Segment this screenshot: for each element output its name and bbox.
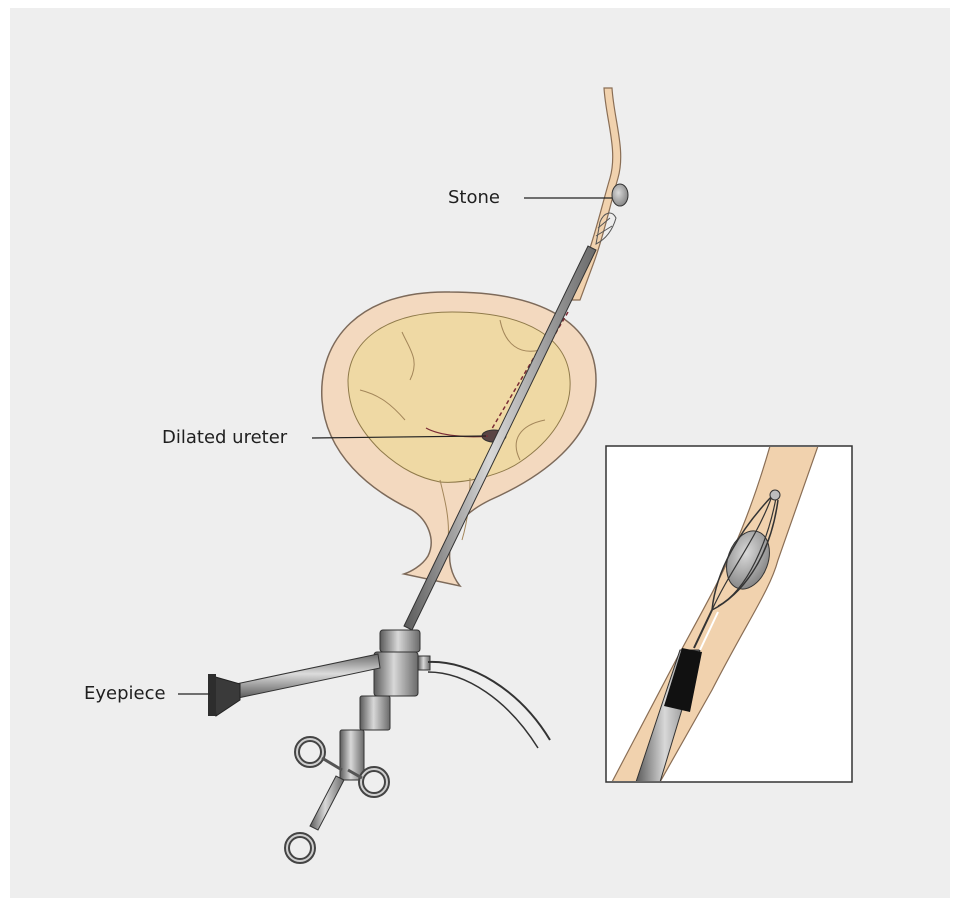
stone-label: Stone [448,188,500,208]
eyepiece-label: Eyepiece [84,684,166,704]
finger-ring-icon [287,739,387,861]
inset-panel [606,446,852,782]
dilated-ureter-label: Dilated ureter [162,428,287,448]
eyepiece-icon [208,674,240,716]
ureteroscope-body [236,630,550,830]
